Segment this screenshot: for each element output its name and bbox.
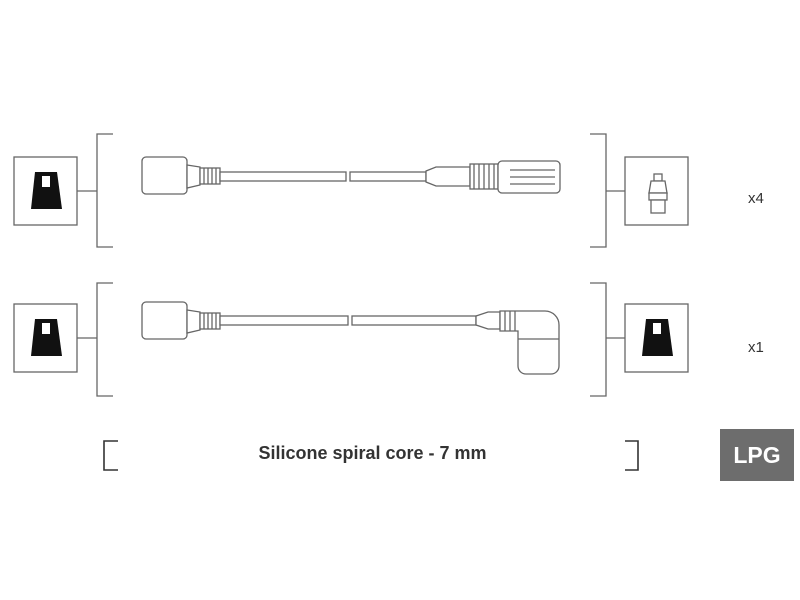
- straight-spark-plug-connector-icon: [648, 173, 668, 214]
- cable-spec-caption: Silicone spiral core - 7 mm: [258, 443, 487, 463]
- bracket-left-1: [96, 133, 113, 248]
- quantity-label: x1: [748, 339, 764, 356]
- ignition-lead-angled: [141, 301, 560, 375]
- angled-boot-icon: [642, 319, 673, 356]
- lead-row-1: [13, 133, 689, 248]
- caption-bracket-right: [625, 440, 639, 471]
- lpg-badge: LPG: [720, 429, 794, 481]
- bracket-left-2: [96, 282, 113, 397]
- distributor-cap-boot-icon: [31, 319, 62, 356]
- distributor-cap-boot-icon: [31, 172, 62, 209]
- lead-row-2: [13, 282, 689, 397]
- caption-bracket-left: [103, 440, 118, 471]
- bracket-right-2: [590, 282, 607, 397]
- quantity-label: x4: [748, 190, 764, 207]
- bracket-right-1: [590, 133, 607, 248]
- ignition-lead-straight: [141, 156, 561, 195]
